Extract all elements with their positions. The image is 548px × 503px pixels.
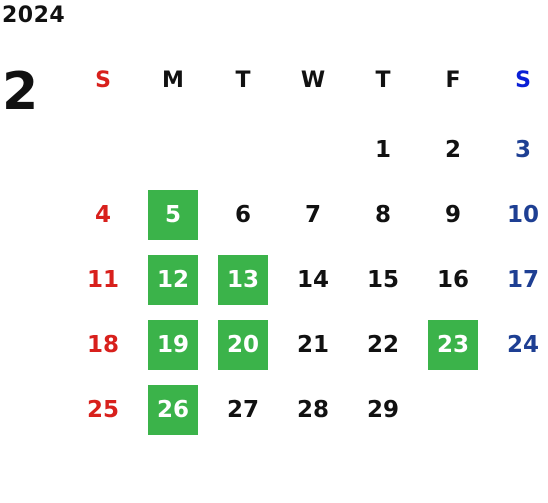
- calendar-day: 1: [374, 137, 391, 163]
- calendar-day: 15: [366, 267, 399, 293]
- weekday-header-thursday: T: [375, 68, 391, 93]
- calendar-day: 24: [506, 332, 539, 358]
- calendar-day: 25: [86, 397, 119, 423]
- weekday-header-friday: F: [445, 68, 461, 93]
- calendar-day: 2: [444, 137, 461, 163]
- weekday-header-sunday: S: [95, 68, 111, 93]
- calendar-day: 3: [514, 137, 531, 163]
- calendar-day: 14: [296, 267, 329, 293]
- calendar-day: 8: [374, 202, 391, 228]
- weekday-header-saturday: S: [515, 68, 531, 93]
- weekday-header-tuesday: T: [235, 68, 251, 93]
- calendar-day: 16: [436, 267, 469, 293]
- calendar-day-highlighted: 26: [148, 385, 198, 435]
- calendar-day-highlighted: 19: [148, 320, 198, 370]
- calendar-day-highlighted: 12: [148, 255, 198, 305]
- calendar-day: 10: [506, 202, 539, 228]
- calendar-day-highlighted: 20: [218, 320, 268, 370]
- calendar-year: 2024: [2, 3, 66, 28]
- calendar-day: 4: [94, 202, 111, 228]
- calendar-day: 6: [234, 202, 251, 228]
- weekday-header-monday: M: [162, 68, 184, 93]
- calendar-day: 27: [226, 397, 259, 423]
- calendar-day: 18: [86, 332, 119, 358]
- calendar-day: 22: [366, 332, 399, 358]
- calendar-day: 17: [506, 267, 539, 293]
- calendar-month: 2: [2, 62, 39, 122]
- calendar-day-highlighted: 5: [148, 190, 198, 240]
- calendar-day: 21: [296, 332, 329, 358]
- calendar-day: 28: [296, 397, 329, 423]
- weekday-header-wednesday: W: [300, 68, 326, 93]
- calendar-day-highlighted: 13: [218, 255, 268, 305]
- calendar-day: 29: [366, 397, 399, 423]
- calendar-day: 11: [86, 267, 119, 293]
- calendar-day-highlighted: 23: [428, 320, 478, 370]
- weekday-header-row: S M T W T F S: [68, 62, 548, 100]
- calendar-day: 7: [304, 202, 321, 228]
- calendar-day: 9: [444, 202, 461, 228]
